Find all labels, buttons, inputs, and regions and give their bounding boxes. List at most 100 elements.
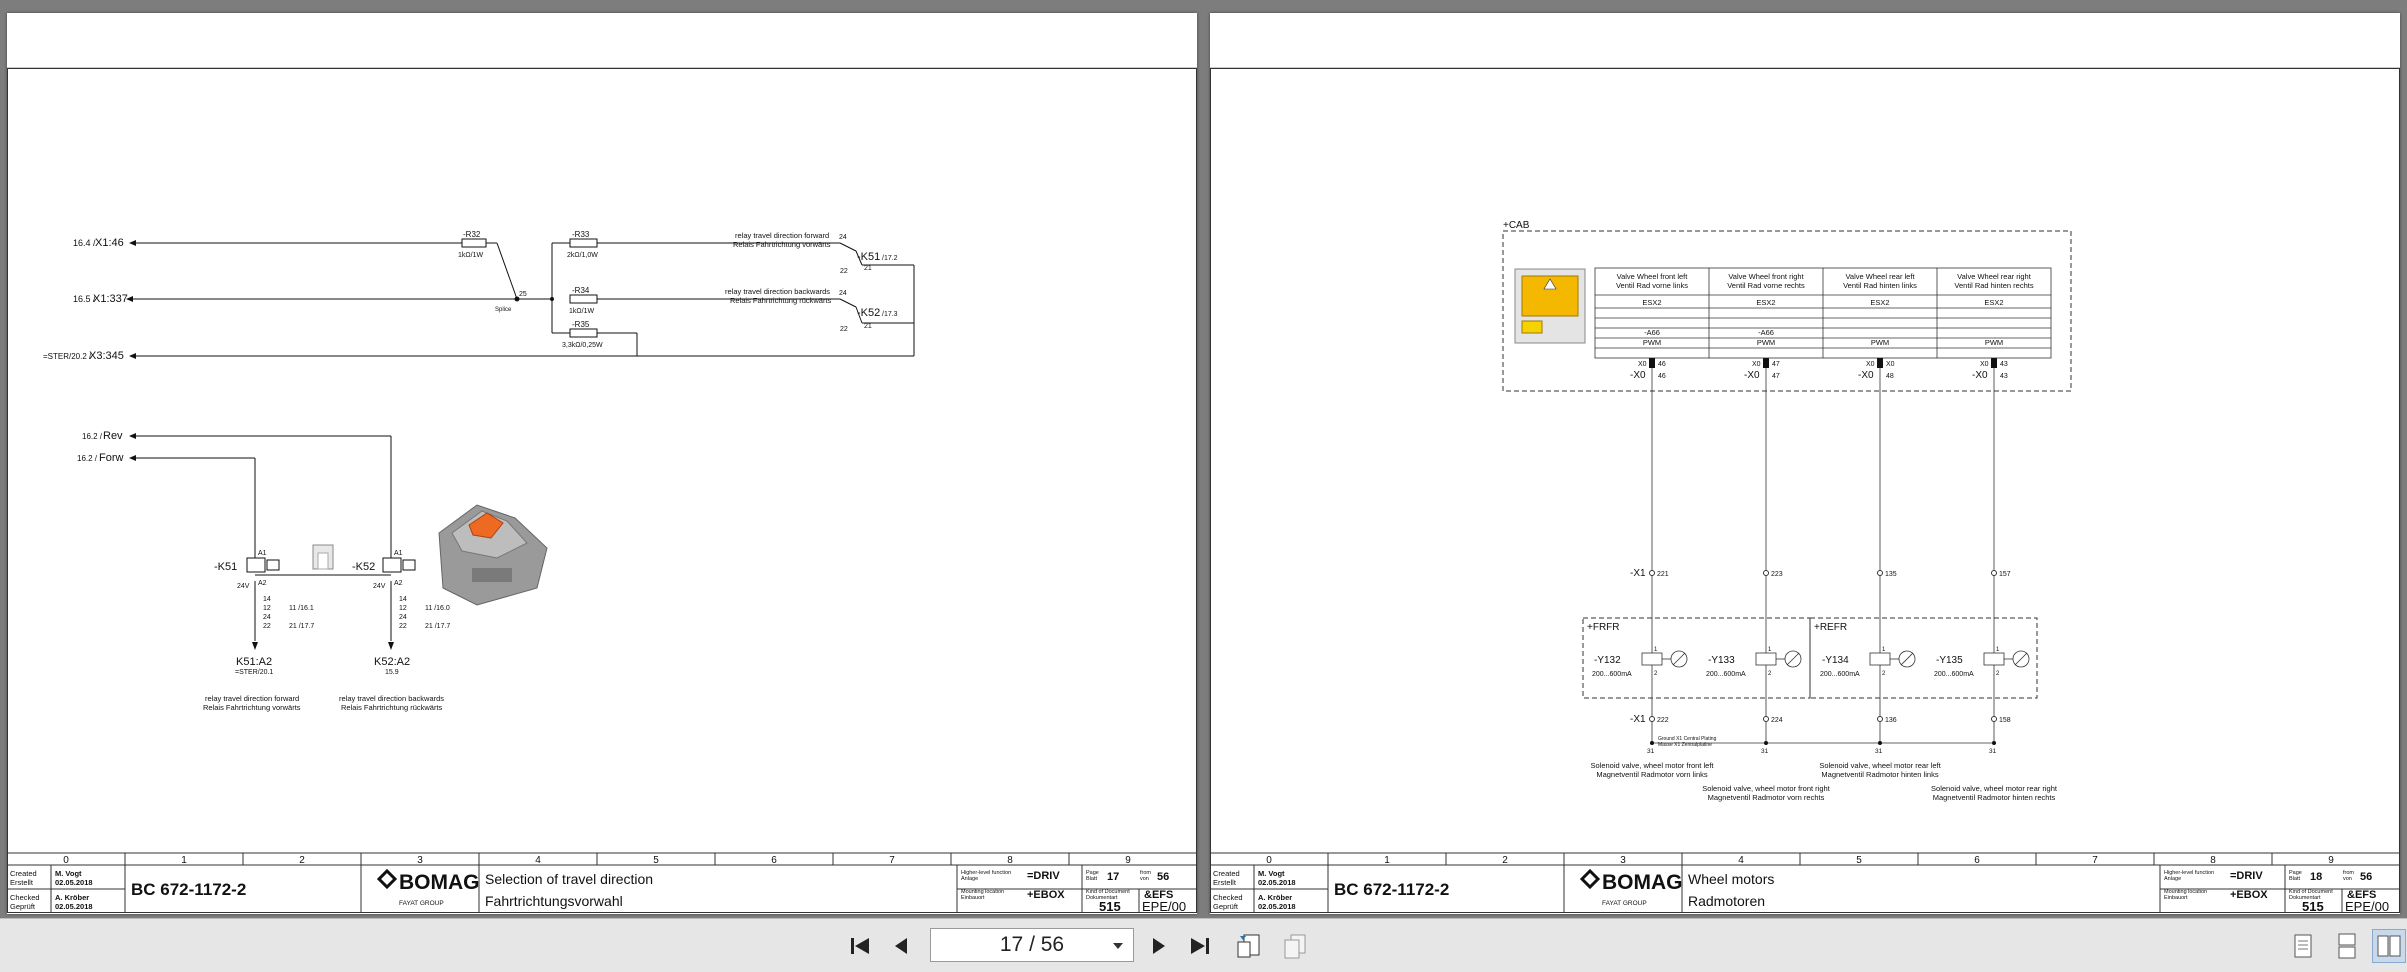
column-number: 6 — [1974, 855, 1980, 866]
from-label-de: von — [2343, 876, 2352, 882]
sheet-number: 515 — [2302, 899, 2324, 914]
x0-pin-lower: 48 — [1886, 373, 1894, 380]
created-label: Created — [10, 869, 37, 878]
from-label: from — [2343, 870, 2354, 876]
description-de: Radmotoren — [1688, 893, 1765, 909]
previous-page-button[interactable] — [885, 929, 919, 963]
resistor-r32-value: 1kΩ/1W — [458, 252, 483, 259]
table-mode: PWM — [1871, 338, 1889, 347]
valve-tag: -Y135 — [1936, 655, 1963, 666]
x0-label: X0 — [1638, 361, 1647, 368]
skip-last-icon — [1191, 938, 1209, 954]
k52-desc-en: relay travel direction backwards — [725, 287, 830, 296]
higher-level-value: =DRIV — [1027, 870, 1060, 882]
column-number: 1 — [181, 855, 187, 866]
checked-label: Checked — [10, 893, 40, 902]
ground-note-de: Masse X1 Zentralplatine — [1658, 742, 1712, 748]
k52-ref: /17.3 — [882, 311, 898, 318]
k51-contact-21-ref: 21 /17.7 — [289, 623, 314, 630]
checked-by: A. Kröber — [1258, 893, 1292, 902]
mount-label-de: Einbauort — [2164, 895, 2188, 901]
table-module: ESX2 — [1870, 298, 1889, 307]
kind-value: &EFS — [2347, 889, 2376, 901]
k51-tag: -K51 — [857, 251, 880, 263]
column-number: 5 — [1856, 855, 1862, 866]
table-header-de: Ventil Rad hinten rechts — [1954, 281, 2033, 290]
mount-value: +EBOX — [1027, 889, 1065, 901]
ground-pin: 31 — [1761, 748, 1769, 755]
table-mode: PWM — [1985, 338, 2003, 347]
page-label: Page — [1086, 870, 1099, 876]
x0-pin: 46 — [1658, 361, 1666, 368]
valve-tag: -Y134 — [1822, 655, 1849, 666]
page-label-de: Blatt — [1086, 876, 1097, 882]
x1-pin: 221 — [1657, 571, 1669, 578]
copy-pages-button[interactable] — [1278, 929, 1312, 963]
first-page-button[interactable] — [843, 929, 877, 963]
x1-tag: -X1 — [1630, 714, 1646, 725]
page-indicator: 17 / 56 — [999, 933, 1065, 956]
checked-label-de: Geprüft — [10, 902, 36, 911]
label-rev: Rev — [103, 430, 123, 442]
k51-pin-24: 24 — [839, 234, 847, 241]
bomag-logo: BOMAG FAYAT GROUP — [376, 868, 480, 907]
column-number: 4 — [1738, 855, 1744, 866]
caption-de: Magnetventil Radmotor hinten rechts — [1933, 793, 2056, 802]
k52-contact-24: 24 — [399, 614, 407, 621]
column-number: 5 — [653, 855, 659, 866]
table-header-en: Valve Wheel rear left — [1845, 272, 1915, 281]
checked-date: 02.05.2018 — [1258, 902, 1296, 911]
k51-desc-en: relay travel direction forward — [735, 231, 829, 240]
k52-tag: -K52 — [857, 307, 880, 319]
k51-pin-22: 22 — [840, 268, 848, 275]
valve-tag: -Y133 — [1708, 655, 1735, 666]
k52-a2-ref: 15.9 — [385, 669, 399, 676]
kind-value: &EFS — [1144, 889, 1173, 901]
last-page-button[interactable] — [1183, 929, 1217, 963]
column-ruler: 0 1 2 3 4 5 6 7 8 9 — [7, 852, 1197, 866]
continuous-view-button[interactable] — [2330, 929, 2364, 963]
caption-en: Solenoid valve, wheel motor front left — [1591, 761, 1715, 770]
column-number: 7 — [889, 855, 895, 866]
column-number: 7 — [2092, 855, 2098, 866]
checked-label: Checked — [1213, 893, 1243, 902]
k51-a2-ref: =STER/20.1 — [235, 669, 273, 676]
table-module: ESX2 — [1984, 298, 2003, 307]
created-by: M. Vogt — [55, 869, 82, 878]
column-ruler: 0 1 2 3 4 5 6 7 8 9 — [1210, 852, 2400, 866]
table-header-en: Valve Wheel rear right — [1957, 272, 2032, 281]
checked-date: 02.05.2018 — [55, 902, 93, 911]
x1-pin: 158 — [1999, 717, 2011, 724]
page-selector[interactable]: 17 / 56 — [930, 928, 1134, 962]
k51-ref: /17.2 — [882, 255, 898, 262]
next-page-button[interactable] — [1141, 929, 1175, 963]
k52-pin-24: 24 — [839, 290, 847, 297]
column-number: 9 — [2328, 855, 2334, 866]
sheet-number: 515 — [1099, 899, 1121, 914]
logo-text: BOMAG — [399, 871, 480, 894]
mount-label: Mounting location — [2164, 889, 2207, 895]
sheet-code: EPE/00 — [1142, 899, 1186, 914]
column-number: 9 — [1125, 855, 1131, 866]
relay-k51-tag: -K51 — [214, 561, 237, 573]
column-number: 0 — [1266, 855, 1272, 866]
triangle-left-icon — [895, 938, 907, 954]
page-label: Page — [2289, 870, 2302, 876]
two-page-view-button[interactable] — [2372, 929, 2406, 963]
column-number: 8 — [1007, 855, 1013, 866]
single-page-view-button[interactable] — [2286, 929, 2320, 963]
rotate-view-button[interactable] — [1232, 929, 1266, 963]
column-number: 2 — [299, 855, 305, 866]
k52-bottom-desc-en: relay travel direction backwards — [339, 694, 444, 703]
logo-subtext: FAYAT GROUP — [399, 900, 444, 907]
x0-pin-lower: 43 — [2000, 373, 2008, 380]
k51-contact-24: 24 — [263, 614, 271, 621]
table-device: -A66 — [1644, 328, 1660, 337]
bomag-logo: BOMAG FAYAT GROUP — [1579, 868, 1683, 907]
from-value: 56 — [1157, 871, 1169, 883]
resistor-r32: -R32 — [463, 230, 481, 239]
higher-level-value: =DRIV — [2230, 870, 2263, 882]
created-date: 02.05.2018 — [1258, 878, 1296, 887]
kind-label: Kind of Document — [2289, 889, 2333, 895]
kind-label-de: Dokumentart — [1086, 895, 1118, 901]
